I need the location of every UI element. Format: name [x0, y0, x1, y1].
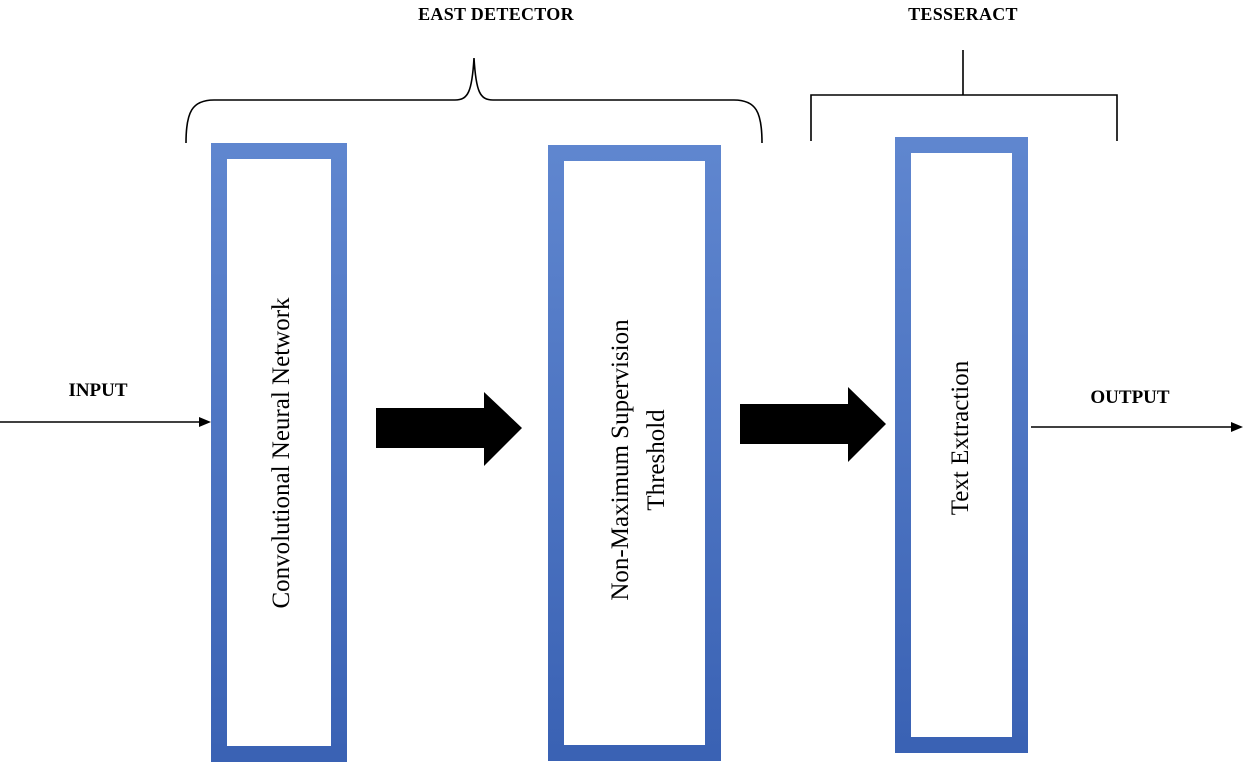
tesseract-bracket [810, 50, 1118, 141]
stage-text-nms-line1: Non-Maximum Supervision [607, 319, 634, 601]
output-arrow [1031, 422, 1243, 432]
flow-arrow-1 [376, 392, 522, 466]
stage-box-cnn [211, 143, 347, 762]
stage-text-cnn: Convolutional Neural Network [268, 297, 295, 609]
tesseract-label: TESSERACT [908, 4, 1018, 24]
east-detector-brace [185, 57, 763, 144]
east-detector-label: EAST DETECTOR [418, 4, 574, 24]
input-arrow [0, 417, 211, 427]
stage-text-extraction: Text Extraction [947, 360, 974, 515]
flow-arrow-2 [740, 387, 886, 462]
output-label: OUTPUT [1090, 387, 1170, 408]
stage-text-nms-line2: Threshold [643, 409, 670, 511]
stage-box-nms [548, 145, 721, 761]
stage-box-text-extraction [895, 137, 1028, 753]
input-label: INPUT [68, 380, 127, 401]
